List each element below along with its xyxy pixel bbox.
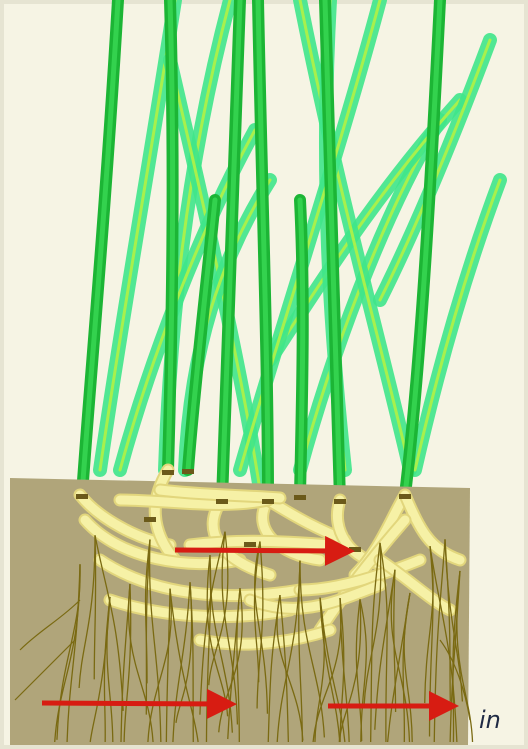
right-arrow-icon — [175, 550, 340, 551]
stem-node — [294, 495, 306, 500]
stem-node — [399, 494, 411, 499]
stem-node — [76, 494, 88, 499]
stem-node — [216, 499, 228, 504]
stem-node — [144, 517, 156, 522]
caption-text: in — [479, 706, 501, 734]
stem-node — [262, 499, 274, 504]
stem-node — [182, 469, 194, 474]
stem-node — [334, 499, 346, 504]
stem-node — [162, 470, 174, 475]
grass-stem-highlight — [300, 200, 303, 495]
stem-node — [349, 547, 361, 552]
right-arrow-icon — [42, 703, 222, 704]
stem-node — [244, 542, 256, 547]
